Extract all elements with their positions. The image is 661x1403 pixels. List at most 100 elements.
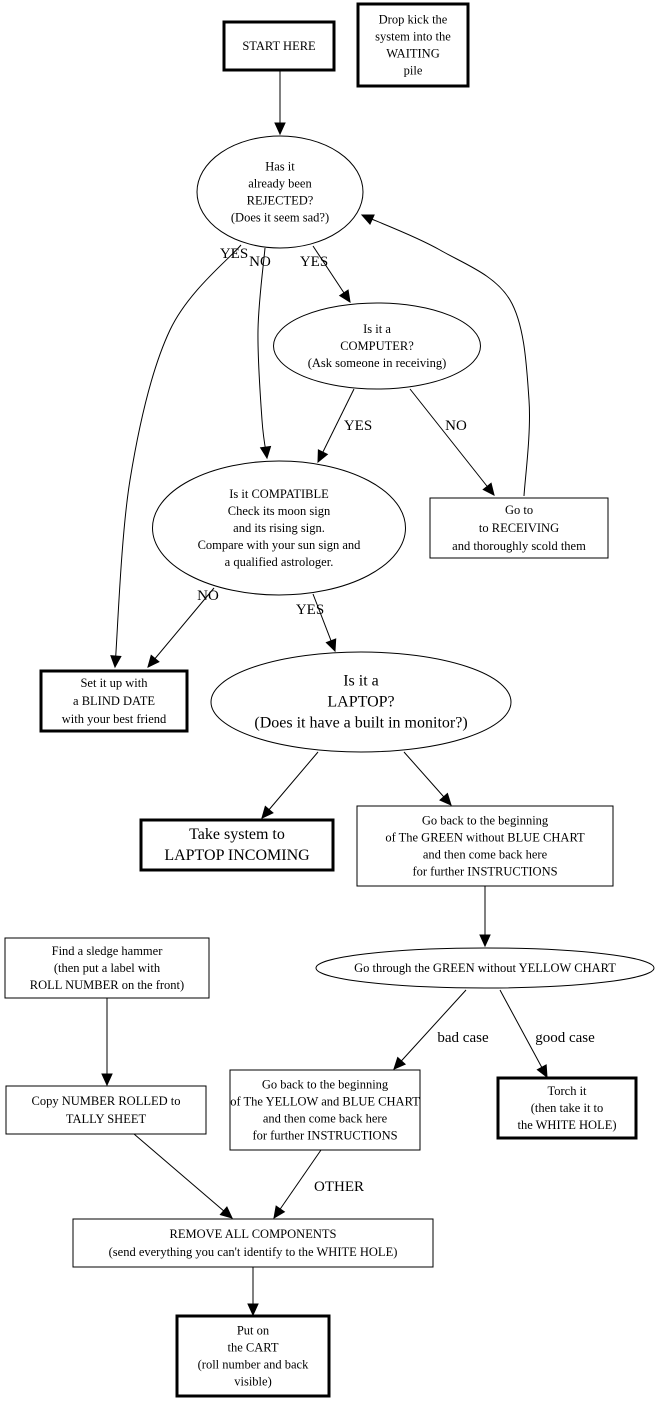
node-text-line: with your best friend bbox=[62, 712, 167, 726]
node-text-line: for further INSTRUCTIONS bbox=[252, 1129, 397, 1143]
arrowhead-icon bbox=[439, 792, 452, 806]
node-text-line: for further INSTRUCTIONS bbox=[412, 865, 557, 879]
edge-label: YES bbox=[296, 602, 324, 618]
edge-rejected-to-computer bbox=[312, 245, 351, 304]
node-box bbox=[356, 805, 614, 887]
node-ellipse bbox=[210, 651, 512, 753]
node-box bbox=[356, 2, 470, 88]
arrowhead-icon bbox=[247, 1303, 259, 1317]
node-text-line: Go through the GREEN without YELLOW CHAR… bbox=[354, 961, 616, 975]
node-text-line: of The GREEN without BLUE CHART bbox=[385, 831, 585, 845]
edge-label: NO bbox=[445, 418, 467, 434]
node-ellipse bbox=[273, 302, 481, 390]
edge-start-to-rejected bbox=[274, 70, 286, 136]
edge-compatible-to-blind_date bbox=[147, 587, 215, 668]
node-box bbox=[139, 818, 335, 872]
node-text-line: REJECTED? bbox=[247, 194, 314, 208]
node-text-line: LAPTOP INCOMING bbox=[164, 847, 310, 864]
arrowhead-icon bbox=[338, 289, 351, 304]
node-text-line: Torch it bbox=[547, 1084, 587, 1098]
node-text-line: (Does it seem sad?) bbox=[231, 211, 329, 225]
node-text-line: (Does it have a built in monitor?) bbox=[254, 715, 467, 732]
node-text-line: ROLL NUMBER on the front) bbox=[30, 978, 184, 992]
node-ellipse bbox=[315, 947, 655, 989]
node-box bbox=[175, 1314, 331, 1398]
node-ellipse bbox=[196, 135, 364, 249]
node-text-line: the WHITE HOLE) bbox=[517, 1118, 616, 1132]
arrowhead-icon bbox=[536, 1064, 548, 1079]
node-text-line: pile bbox=[404, 64, 423, 78]
edge-line bbox=[257, 247, 268, 459]
node-text-line: TALLY SHEET bbox=[66, 1112, 147, 1126]
edge-line bbox=[133, 1133, 233, 1219]
arrowhead-icon bbox=[479, 934, 491, 948]
edge-line bbox=[147, 587, 215, 668]
edge-label: NO bbox=[249, 254, 271, 270]
node-text-line: to RECEIVING bbox=[479, 521, 559, 535]
edge-line bbox=[499, 989, 548, 1078]
edge-line bbox=[114, 244, 242, 668]
node-text-line: COMPUTER? bbox=[340, 339, 414, 353]
node-text-line: LAPTOP? bbox=[327, 694, 394, 711]
node-box bbox=[72, 1218, 434, 1268]
edge-label: YES bbox=[220, 246, 248, 262]
edge-sledge-to-tally bbox=[101, 998, 113, 1087]
node-text-line: Put on bbox=[237, 1324, 270, 1338]
node-box bbox=[429, 497, 609, 559]
node-remove: REMOVE ALL COMPONENTS(send everything yo… bbox=[72, 1218, 434, 1268]
node-text-line: Go back to the beginning bbox=[422, 814, 549, 828]
edge-line bbox=[273, 1149, 322, 1219]
edge-receiving-to-rejected bbox=[360, 214, 530, 497]
node-text-line: START HERE bbox=[242, 39, 316, 53]
edge-line bbox=[403, 751, 452, 806]
edge-line bbox=[393, 989, 467, 1070]
edge-line bbox=[361, 214, 530, 497]
node-text-line: (Ask someone in receiving) bbox=[308, 356, 447, 370]
edge-laptop-to-laptop_incoming bbox=[261, 751, 319, 819]
node-sledge: Find a sledge hammer(then put a label wi… bbox=[4, 937, 210, 999]
node-box bbox=[496, 1076, 638, 1140]
arrowhead-icon bbox=[317, 449, 329, 464]
edge-line bbox=[261, 751, 319, 819]
arrowhead-icon bbox=[482, 482, 495, 496]
arrowhead-icon bbox=[110, 655, 122, 669]
node-text-line: (then put a label with bbox=[54, 961, 161, 975]
edge-green_blue-to-green_yellow bbox=[479, 886, 491, 948]
node-text-line: Go back to the beginning bbox=[262, 1078, 389, 1092]
edge-label: bad case bbox=[437, 1030, 489, 1046]
node-ellipse bbox=[152, 460, 406, 596]
node-box bbox=[222, 20, 336, 72]
node-text-line: the CART bbox=[228, 1341, 279, 1355]
node-text-line: and its rising sign. bbox=[233, 521, 325, 535]
node-text-line: Go to bbox=[505, 503, 533, 517]
edge-remove-to-cart bbox=[247, 1267, 259, 1317]
edge-line bbox=[317, 388, 355, 463]
node-text-line: Check its moon sign bbox=[228, 504, 331, 518]
node-box bbox=[5, 1085, 207, 1135]
node-text-line: (send everything you can't identify to t… bbox=[109, 1245, 398, 1259]
arrowhead-icon bbox=[147, 654, 160, 668]
edge-tally-to-remove bbox=[133, 1133, 233, 1219]
node-text-line: and then come back here bbox=[423, 848, 548, 862]
arrowhead-icon bbox=[325, 638, 337, 653]
node-text-line: system into the bbox=[375, 30, 451, 44]
node-text-line: Set it up with bbox=[80, 676, 148, 690]
node-box bbox=[229, 1069, 421, 1151]
node-start: START HERE bbox=[222, 20, 336, 72]
edge-label: OTHER bbox=[314, 1179, 364, 1195]
node-text-line: Drop kick the bbox=[379, 13, 448, 27]
edge-yellow_blue-to-remove bbox=[273, 1149, 322, 1219]
node-box bbox=[39, 669, 189, 733]
edge-label: good case bbox=[535, 1030, 595, 1046]
